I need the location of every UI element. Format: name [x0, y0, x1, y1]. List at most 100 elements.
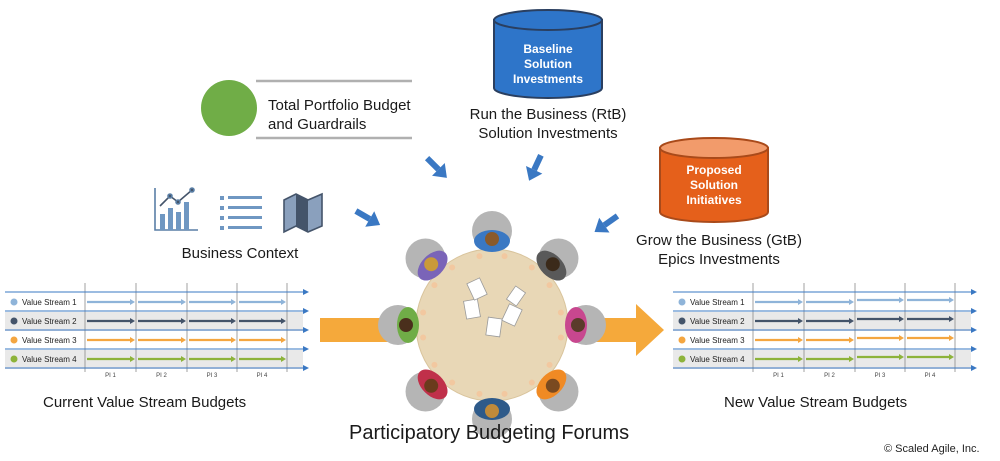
vs-budget-arrowhead — [181, 318, 186, 324]
participant-head — [485, 232, 499, 246]
proposed-cylinder-line2: Solution — [690, 178, 738, 192]
portfolio-budget-circle-icon — [201, 80, 257, 136]
vs-marker-dot — [678, 355, 686, 363]
baseline-cylinder-line3: Investments — [512, 72, 584, 86]
budgeting-forum-table — [378, 211, 606, 439]
forum-title: Participatory Budgeting Forums — [349, 422, 630, 444]
pi-label: PI 4 — [925, 373, 936, 379]
vs-budget-arrowhead — [899, 297, 904, 303]
pi-label: PI 3 — [875, 373, 886, 379]
participant-hand — [501, 253, 508, 260]
copyright: © Scaled Agile, Inc. — [884, 443, 980, 455]
vs-row-arrowhead — [303, 365, 309, 371]
vs-budget-arrowhead — [181, 337, 186, 343]
vs-marker-dot — [10, 298, 18, 306]
proposed-cylinder-label: Proposed Solution Initiatives — [660, 163, 768, 208]
vs-budget-arrowhead — [130, 299, 135, 305]
vs-row-arrowhead — [971, 327, 977, 333]
vs-budget-arrowhead — [899, 354, 904, 360]
new-budgets-label: New Value Stream Budgets — [724, 394, 908, 411]
baseline-cylinder-label: Baseline Solution Investments — [494, 42, 602, 87]
vs-budget-arrowhead — [849, 299, 854, 305]
vs-marker-dot — [10, 317, 18, 325]
rtb-arrow-icon — [525, 154, 544, 181]
participant-head — [424, 378, 439, 393]
participant-hand — [528, 264, 535, 271]
vs-budget-arrowhead — [849, 318, 854, 324]
vs-budget-arrowhead — [231, 299, 236, 305]
vs-name: Value Stream 1 — [22, 298, 77, 307]
gtb-label-line1: Grow the Business (GtB) — [636, 232, 802, 249]
participant-head — [571, 318, 585, 332]
vs-name: Value Stream 1 — [690, 298, 745, 307]
vs-budget-arrowhead — [798, 299, 803, 305]
vs-budget-arrowhead — [899, 335, 904, 341]
participant-hand — [449, 264, 456, 271]
participant-hand — [476, 390, 483, 397]
vs-name: Value Stream 2 — [690, 317, 745, 326]
vs-budget-arrowhead — [181, 356, 186, 362]
input-arrows — [354, 154, 620, 233]
vs-budget-arrowhead — [798, 337, 803, 343]
vs-budget-arrowhead — [949, 335, 954, 341]
vs-row-arrowhead — [303, 308, 309, 314]
rtb-label: Run the Business (RtB) Solution Investme… — [448, 105, 648, 143]
bar-chart-icon — [154, 187, 198, 231]
proposed-cylinder-icon — [659, 137, 769, 223]
baseline-cylinder-icon — [493, 9, 603, 99]
participant-hand — [431, 361, 438, 368]
rtb-label-line1: Run the Business (RtB) — [469, 106, 627, 123]
vs-budget-arrowhead — [231, 356, 236, 362]
proposed-cylinder-line1: Proposed — [686, 163, 742, 177]
pi-label: PI 4 — [257, 373, 268, 379]
vs-row-arrowhead — [303, 346, 309, 352]
pi-label: PI 1 — [105, 373, 116, 379]
participant-hand — [546, 282, 553, 289]
vs-budget-arrowhead — [281, 299, 286, 305]
budget-label: Total Portfolio Budget and Guardrails — [268, 96, 411, 134]
pi-label: PI 2 — [156, 373, 167, 379]
vs-budget-arrowhead — [798, 356, 803, 362]
vs-budget-arrowhead — [849, 337, 854, 343]
participant-hand — [420, 309, 427, 316]
participant-head — [545, 257, 560, 272]
vs-budget-arrowhead — [130, 337, 135, 343]
vs-row-arrowhead — [971, 346, 977, 352]
rtb-label-line2: Solution Investments — [478, 125, 618, 142]
vs-row-arrowhead — [971, 365, 977, 371]
list-icon — [220, 196, 262, 230]
budget-arrow-icon — [424, 155, 447, 178]
vs-row-arrowhead — [971, 308, 977, 314]
context-arrow-icon — [354, 208, 381, 227]
vs-budget-arrowhead — [231, 337, 236, 343]
participant-hand — [431, 282, 438, 289]
participant-hand — [557, 334, 564, 341]
vs-budget-arrowhead — [849, 356, 854, 362]
vs-marker-dot — [678, 298, 686, 306]
participant-head — [485, 404, 499, 418]
pi-label: PI 1 — [773, 373, 784, 379]
gtb-label-line2: Epics Investments — [658, 251, 780, 268]
vs-budget-arrowhead — [130, 356, 135, 362]
vs-name: Value Stream 3 — [22, 336, 77, 345]
participant-head — [545, 378, 560, 393]
current-budgets-label: Current Value Stream Budgets — [43, 394, 247, 411]
participant-hand — [557, 309, 564, 316]
gtb-arrow-icon — [594, 213, 620, 233]
flow-out-arrow-head — [636, 304, 664, 356]
vs-marker-dot — [10, 355, 18, 363]
participant-hand — [546, 361, 553, 368]
baseline-cylinder-line2: Solution — [524, 57, 572, 71]
vs-name: Value Stream 4 — [22, 355, 77, 364]
business-context-label: Business Context — [181, 245, 299, 262]
vs-budget-arrowhead — [899, 316, 904, 322]
vs-row-arrowhead — [303, 289, 309, 295]
vs-budget-arrowhead — [231, 318, 236, 324]
baseline-cylinder-line1: Baseline — [523, 42, 573, 56]
pi-label: PI 2 — [824, 373, 835, 379]
participant-hand — [420, 334, 427, 341]
gtb-label: Grow the Business (GtB) Epics Investment… — [614, 231, 824, 269]
vs-name: Value Stream 3 — [690, 336, 745, 345]
